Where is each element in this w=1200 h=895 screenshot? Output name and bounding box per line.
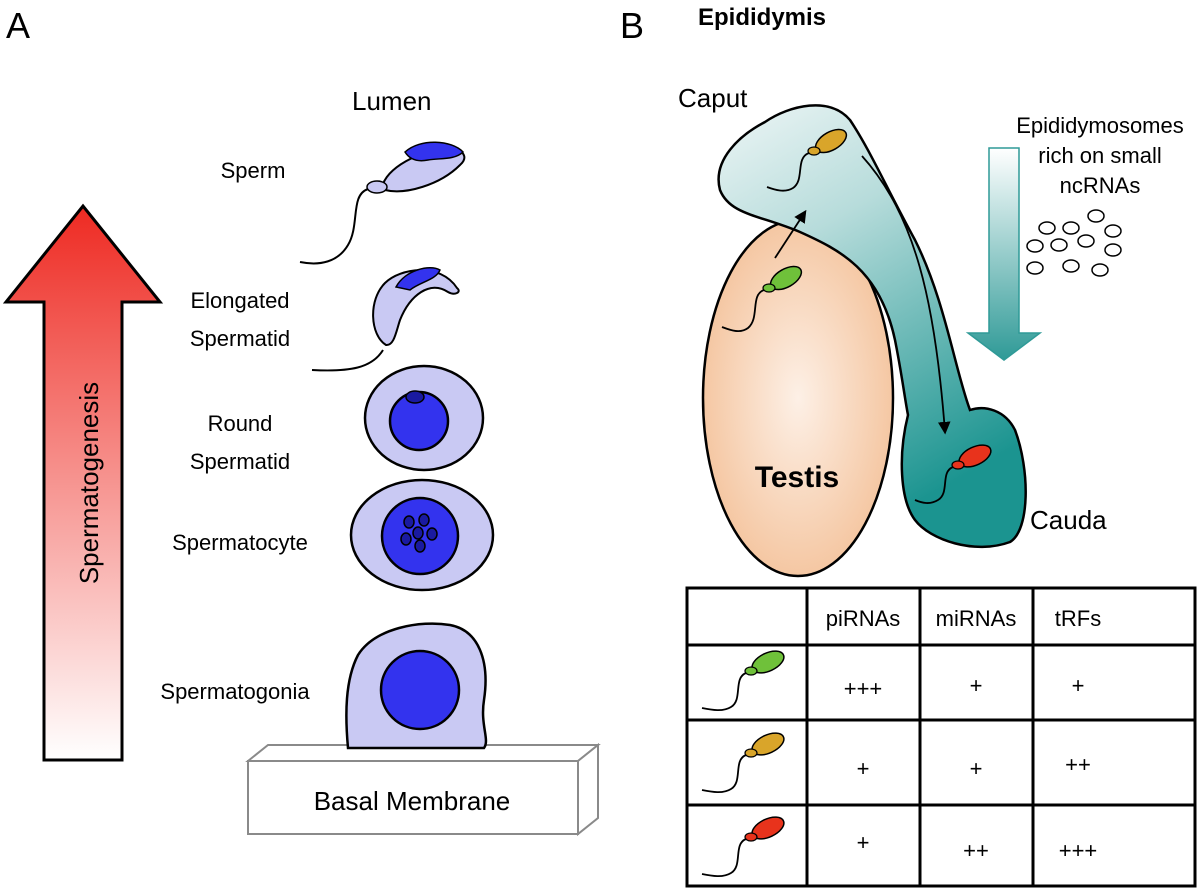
table-cell-r2-pirnas: + xyxy=(857,756,870,781)
table-cell-r2-mirnas: + xyxy=(970,756,983,781)
spermatogenesis-arrow: Spermatogenesis xyxy=(2,203,164,762)
basal-membrane-label: Basal Membrane xyxy=(314,786,511,816)
ncrna-table xyxy=(685,586,1197,888)
elongated-spermatid-cell xyxy=(311,266,460,372)
testis: Testis xyxy=(701,218,895,578)
table-cell-r1-trfs: + xyxy=(1072,673,1085,698)
stage-label-elongated-2: Spermatid xyxy=(190,326,290,351)
sperm-green xyxy=(721,265,803,333)
stage-label-sperm: Sperm xyxy=(221,158,286,183)
table-cell-r1-pirnas: +++ xyxy=(844,676,883,701)
migration-arrow-1 xyxy=(774,209,807,259)
stage-label-spermatocyte: Spermatocyte xyxy=(172,530,308,555)
table-row-yellow-sperm xyxy=(701,732,785,794)
table-cell-r2-trfs: ++ xyxy=(1065,752,1091,777)
table-header-pirnas: piRNAs xyxy=(826,606,901,631)
epididymosomes-line-3: ncRNAs xyxy=(1060,173,1141,198)
sperm-yellow xyxy=(766,128,848,192)
basal-membrane: Basal Membrane xyxy=(245,742,601,837)
table-cell-r3-trfs: +++ xyxy=(1059,838,1098,863)
stage-label-round-1: Round xyxy=(208,411,273,436)
table-row-red-sperm xyxy=(701,816,785,878)
table-header-trfs: tRFs xyxy=(1055,606,1101,631)
testis-label: Testis xyxy=(755,461,839,494)
table-row-green-sperm xyxy=(701,650,785,712)
spermatogenesis-label: Spermatogenesis xyxy=(74,382,104,584)
spermatogonia-cell xyxy=(345,622,488,750)
migration-arrow-2 xyxy=(861,155,951,435)
table-header-mirnas: miRNAs xyxy=(936,606,1017,631)
table-cell-r1-mirnas: + xyxy=(970,673,983,698)
caput-label: Caput xyxy=(678,83,748,113)
panel-a-letter: A xyxy=(6,5,30,46)
epididymis-title: Epididymis xyxy=(698,4,826,31)
sperm-cell xyxy=(299,141,466,265)
stage-label-spermatogonia: Spermatogonia xyxy=(160,679,310,704)
epididymosomes-line-1: Epididymosomes xyxy=(1016,113,1184,138)
stage-label-round-2: Spermatid xyxy=(190,449,290,474)
round-spermatid-cell xyxy=(363,364,485,472)
stage-label-elongated-1: Elongated xyxy=(190,288,289,313)
epididymosomes-line-2: rich on small xyxy=(1038,143,1161,168)
cauda-label: Cauda xyxy=(1030,505,1107,535)
lumen-label: Lumen xyxy=(352,86,432,116)
spermatocyte-cell xyxy=(349,478,495,592)
epididymosomes-arrow xyxy=(965,147,1043,361)
sperm-red xyxy=(914,444,992,504)
table-cell-r3-pirnas: + xyxy=(857,830,870,855)
panel-b-letter: B xyxy=(620,5,644,46)
vesicles xyxy=(1026,209,1122,277)
table-cell-r3-mirnas: ++ xyxy=(963,838,989,863)
